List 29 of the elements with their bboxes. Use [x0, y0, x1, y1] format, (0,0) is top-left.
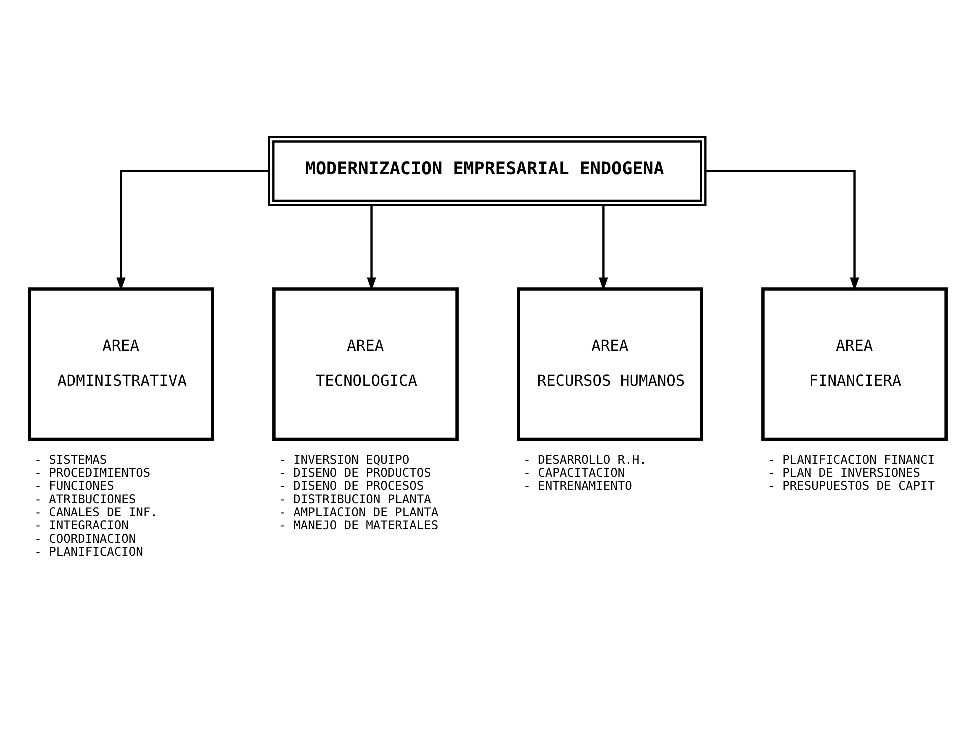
node-label: - SISTEMAS [34, 452, 108, 466]
node-label: - DISENO DE PRODUCTOS [279, 466, 432, 480]
node-label: - PRESUPUESTOS DE CAPIT [768, 478, 935, 493]
node-label: - MANEJO DE MATERIALES [279, 518, 439, 532]
node-box: AREA ADMINISTRATIVA [28, 287, 214, 441]
arrow [116, 170, 270, 290]
arrow [706, 170, 860, 290]
node-label: - ENTRENAMIENTO [524, 478, 632, 493]
node-label: - CANALES DE INF. [34, 505, 158, 520]
node-label: - AMPLIACION DE PLANTA [279, 505, 439, 520]
node-label: - INTEGRACION [34, 518, 129, 532]
node-box: AREA TECNOLOGICA [272, 287, 459, 441]
node-label: - ATRIBUCIONES [34, 492, 136, 506]
arrow [367, 205, 376, 290]
node-label: - FUNCIONES [34, 478, 114, 493]
node-label: - PROCEDIMIENTOS [34, 466, 151, 480]
node-label: - CAPACITACION [524, 466, 626, 480]
node-box: AREA FINANCIERA [762, 287, 948, 441]
node-label: - COORDINACION [34, 531, 136, 546]
node-label: - PLAN DE INVERSIONES [768, 466, 920, 480]
node-label: - PLANIFICACION FINANCI [768, 452, 935, 466]
node-label: - DISTRIBUCION PLANTA [279, 492, 432, 506]
node-label: - DESARROLLO R.H. [524, 452, 647, 466]
node-label: - PLANIFICACION [34, 544, 144, 559]
arrow [599, 205, 608, 290]
node-label: - INVERSION EQUIPO [279, 452, 410, 466]
node-box: AREA RECURSOS HUMANOS [517, 287, 704, 441]
node-label: - DISENO DE PROCESOS [279, 478, 424, 493]
node-box: MODERNIZACION EMPRESARIAL ENDOGENA [268, 136, 707, 206]
